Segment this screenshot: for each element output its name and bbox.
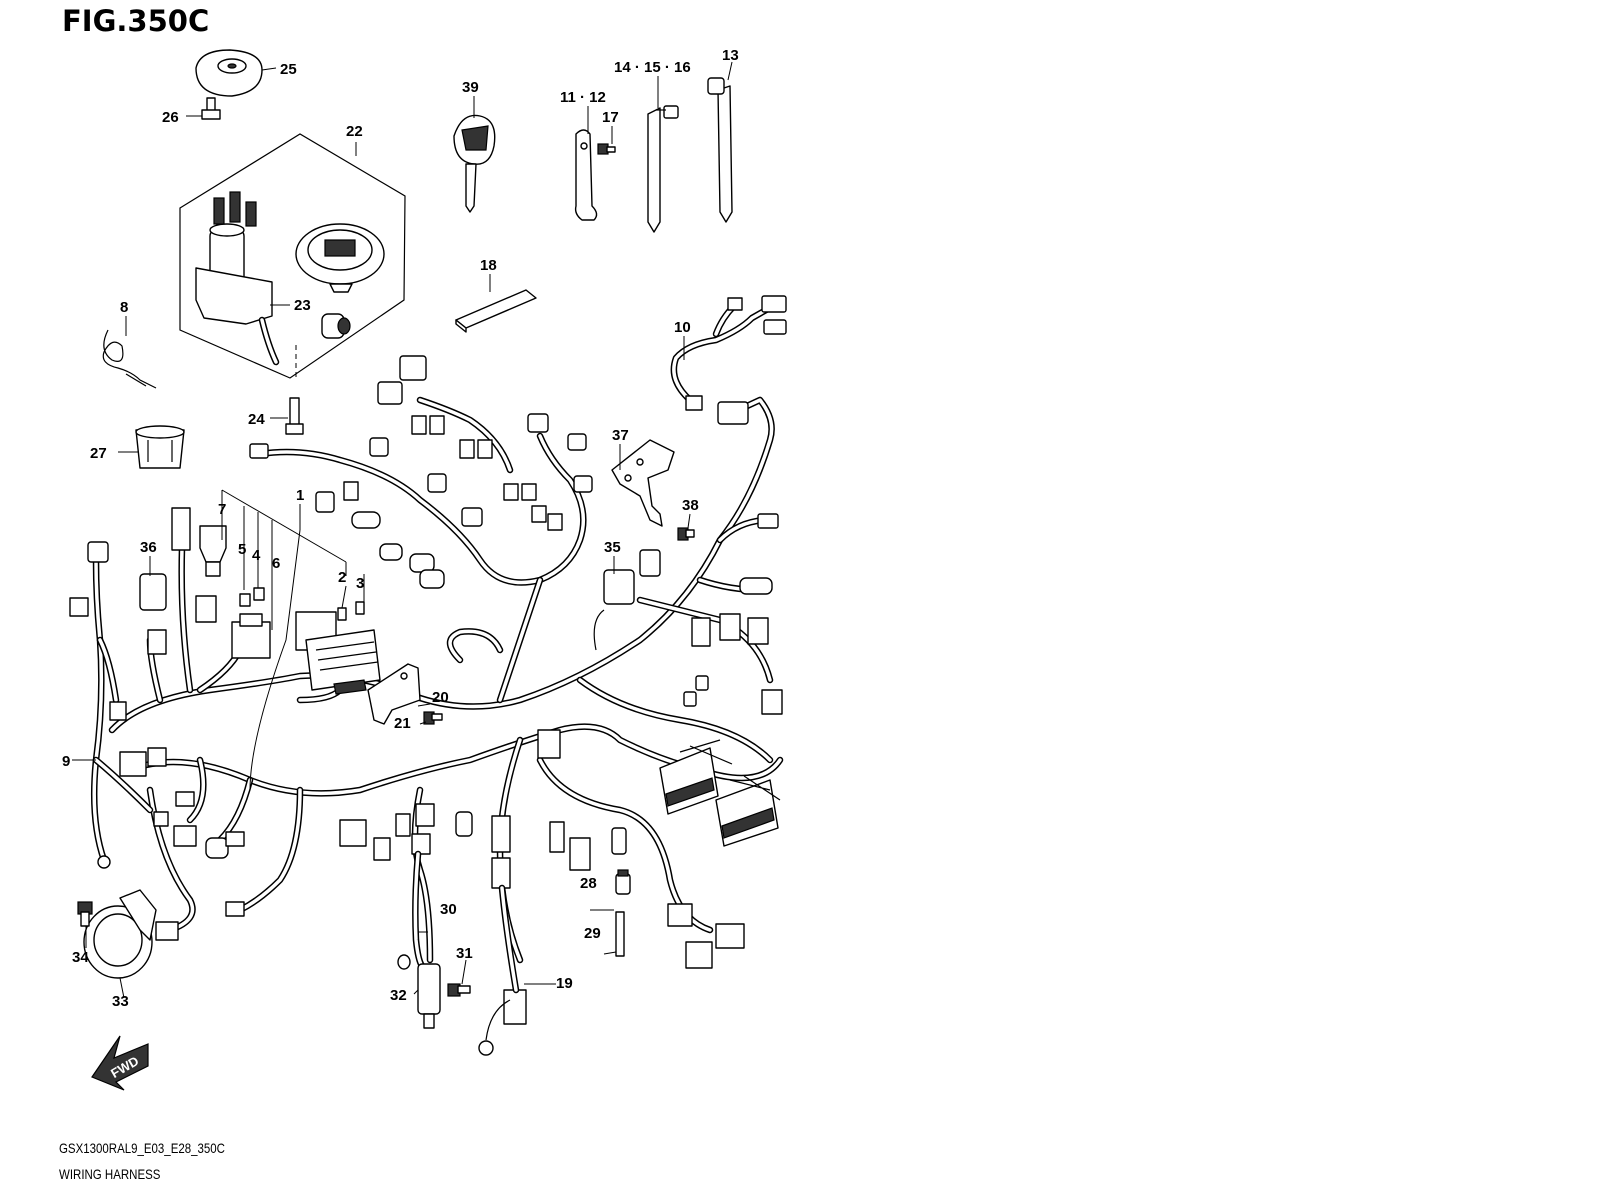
callout-7: 7 bbox=[218, 501, 226, 518]
part-7-fuse-holder bbox=[171, 507, 227, 577]
part-35-connector bbox=[593, 549, 661, 651]
fwd-arrow-icon: FWD bbox=[91, 1035, 149, 1091]
part-25-cover bbox=[195, 49, 263, 97]
part-27-holder bbox=[135, 425, 185, 469]
part-28-switch bbox=[615, 869, 631, 895]
part-37-bracket bbox=[611, 439, 675, 527]
part-14-15-16-cable-tie bbox=[647, 105, 679, 233]
part-8-spring bbox=[102, 329, 157, 389]
callout-6: 6 bbox=[272, 555, 280, 572]
part-20-bracket bbox=[367, 663, 421, 725]
figure-title: FIG.350C bbox=[62, 4, 210, 38]
part-19-lead bbox=[485, 884, 520, 1041]
callout-13: 13 bbox=[722, 47, 739, 64]
callout-29: 29 bbox=[584, 925, 601, 942]
footer-model-code: GSX1300RAL9_E03_E28_350C bbox=[59, 1140, 225, 1156]
part-34-bolt bbox=[77, 901, 93, 927]
ecm-connectors bbox=[659, 739, 781, 847]
part-31-bolt bbox=[447, 983, 471, 997]
part-30-lead-wire bbox=[412, 850, 426, 970]
callout-26: 26 bbox=[162, 109, 179, 126]
part-18-pad bbox=[455, 289, 537, 333]
callout-1: 1 bbox=[296, 487, 304, 504]
callout-30: 30 bbox=[440, 901, 457, 918]
callout-10: 10 bbox=[674, 319, 691, 336]
callout-36: 36 bbox=[140, 539, 157, 556]
callout-14-15-16: 14 · 15 · 16 bbox=[614, 59, 691, 76]
part-11-12-strap bbox=[574, 129, 598, 221]
junction-box bbox=[295, 611, 381, 695]
callout-25: 25 bbox=[280, 61, 297, 78]
callout-8: 8 bbox=[120, 299, 128, 316]
callout-39: 39 bbox=[462, 79, 479, 96]
part-6-fuse-box bbox=[231, 613, 271, 659]
callout-34: 34 bbox=[72, 949, 89, 966]
callout-27: 27 bbox=[90, 445, 107, 462]
part-22-lock-set-frame bbox=[179, 133, 406, 379]
callout-21: 21 bbox=[394, 715, 411, 732]
part-36-relay bbox=[139, 573, 167, 655]
callout-3: 3 bbox=[356, 575, 364, 592]
callout-24: 24 bbox=[248, 411, 265, 428]
seat-lock bbox=[321, 313, 351, 339]
part-9-sub-harness bbox=[69, 541, 154, 869]
callout-35: 35 bbox=[604, 539, 621, 556]
part-17-screw bbox=[597, 143, 616, 155]
callout-33: 33 bbox=[112, 993, 129, 1010]
leader-lines bbox=[72, 61, 733, 999]
part-38-screw bbox=[677, 527, 695, 541]
callout-38: 38 bbox=[682, 497, 699, 514]
part-33-horn bbox=[83, 889, 157, 979]
part-23-ignition-switch bbox=[195, 191, 280, 366]
callout-11-12: 11 · 12 bbox=[560, 89, 606, 106]
callout-labels: 25 26 22 23 8 24 27 39 11 · 12 17 14 · 1… bbox=[62, 47, 739, 1010]
callout-32: 32 bbox=[390, 987, 407, 1004]
callout-20: 20 bbox=[432, 689, 449, 706]
callout-28: 28 bbox=[580, 875, 597, 892]
part-29-pin bbox=[615, 911, 625, 957]
callout-19: 19 bbox=[556, 975, 573, 992]
part-4-5-fuses bbox=[195, 587, 265, 623]
footer-section-name: WIRING HARNESS bbox=[59, 1166, 161, 1182]
callout-9: 9 bbox=[62, 753, 70, 770]
part-32-switch bbox=[397, 954, 441, 1029]
callout-5: 5 bbox=[238, 541, 246, 558]
part-13-cable-tie-clip bbox=[707, 77, 733, 223]
part-26-bolt bbox=[201, 97, 221, 120]
part-2-3-fuses bbox=[337, 601, 365, 621]
harness-connectors bbox=[119, 355, 783, 1056]
part-10-sub-harness bbox=[670, 295, 787, 411]
part-21-screw bbox=[423, 711, 443, 725]
callout-17: 17 bbox=[602, 109, 619, 126]
part-24-bolt bbox=[285, 397, 304, 435]
callout-4: 4 bbox=[252, 547, 261, 564]
fuel-cap bbox=[295, 223, 385, 293]
callout-22: 22 bbox=[346, 123, 363, 140]
callout-2: 2 bbox=[338, 569, 346, 586]
callout-37: 37 bbox=[612, 427, 629, 444]
callout-18: 18 bbox=[480, 257, 497, 274]
callout-23: 23 bbox=[294, 297, 311, 314]
part-39-key bbox=[453, 114, 496, 213]
callout-31: 31 bbox=[456, 945, 473, 962]
